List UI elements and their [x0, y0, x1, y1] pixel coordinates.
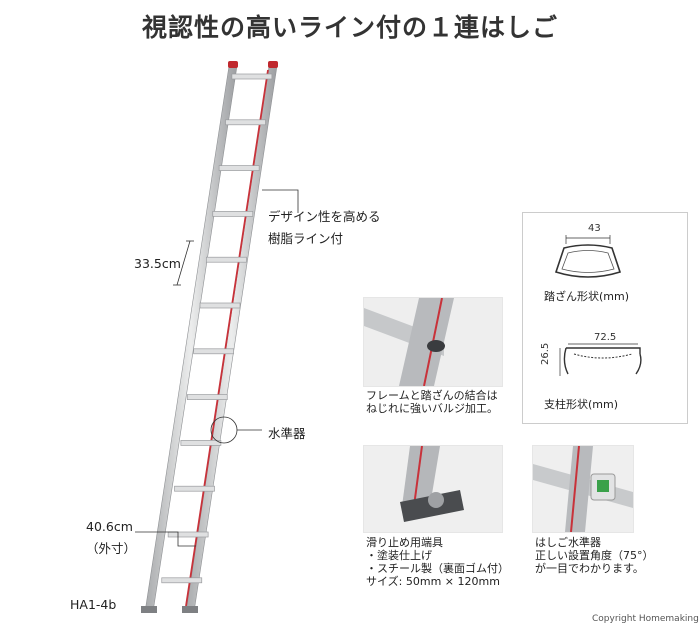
ladder-rung [167, 531, 209, 538]
rail-profile-caption: 支柱形状(mm) [544, 398, 619, 411]
foot-photo [363, 445, 503, 533]
rail-width-value: 72.5 [594, 332, 617, 343]
rung-spacing-label: 33.5cm [134, 256, 181, 271]
profile-diagrams [554, 235, 642, 376]
ladder-rung [206, 256, 247, 263]
width-note: （外寸） [86, 541, 137, 556]
ladder-rung [231, 73, 273, 80]
foot-caption: 滑り止め用端具 ・塗装仕上げ ・スチール製（裏面ゴム付） サイズ: 50mm ×… [366, 536, 509, 588]
level-caption-3: が一目でわかります。 [535, 562, 644, 575]
right-cap [268, 61, 278, 68]
design-line-label: デザイン性を高める 樹脂ライン付 [268, 206, 381, 247]
right-foot [182, 606, 198, 613]
ladder-rung [212, 211, 254, 217]
joint-caption-1: フレームと踏ざんの結合は [366, 389, 498, 402]
model-number: HA1-4b [70, 597, 117, 612]
rung-spacing-dimension [176, 240, 191, 286]
level-caption-2: 正しい設置角度（75°） [535, 549, 654, 562]
design-line-text-2: 樹脂ライン付 [268, 231, 344, 246]
width-label: 40.6cm [86, 519, 133, 534]
level-caption-1: はしご水準器 [535, 536, 601, 549]
joint-photo [363, 297, 503, 387]
rung-profile-caption: 踏ざん形状(mm) [544, 290, 630, 303]
resin-line [185, 69, 269, 607]
width-dimension-line [135, 531, 196, 547]
ladder-rung [225, 119, 266, 126]
rungs [161, 73, 273, 584]
rail-profile-shape [563, 347, 642, 375]
ladder-rung [218, 165, 260, 171]
design-line-text-1: デザイン性を高める [268, 209, 381, 224]
ladder-rung [174, 485, 215, 492]
ladder-rung [180, 440, 222, 446]
foot-caption-1: 滑り止め用端具 [366, 536, 443, 549]
design-callout-line [262, 189, 299, 213]
right-rail [185, 65, 278, 613]
level-label: 水準器 [268, 426, 306, 441]
ladder-rung [186, 394, 228, 400]
copyright-text: Copyright Homemaking [592, 614, 699, 624]
ladder-rung [199, 302, 241, 309]
foot-caption-3: ・スチール製（裏面ゴム付） [366, 562, 509, 575]
left-cap [228, 61, 238, 68]
rung-width-value: 43 [588, 223, 601, 234]
foot-caption-2: ・塗装仕上げ [366, 549, 432, 562]
level-photo [532, 445, 634, 533]
left-rail [144, 65, 238, 613]
rail-height-value: 26.5 [540, 342, 551, 365]
ladder-rung [161, 577, 203, 584]
foot-caption-4: サイズ: 50mm × 120mm [366, 575, 500, 588]
left-foot [141, 606, 157, 613]
joint-caption: フレームと踏ざんの結合は ねじれに強いバルジ加工。 [366, 389, 498, 415]
joint-caption-2: ねじれに強いバルジ加工。 [366, 402, 498, 415]
level-caption: はしご水準器 正しい設置角度（75°） が一目でわかります。 [535, 536, 654, 575]
ladder-rung [193, 348, 234, 355]
page-title: 視認性の高いライン付の１連はしご [141, 13, 558, 42]
rung-profile-shape [554, 244, 622, 278]
